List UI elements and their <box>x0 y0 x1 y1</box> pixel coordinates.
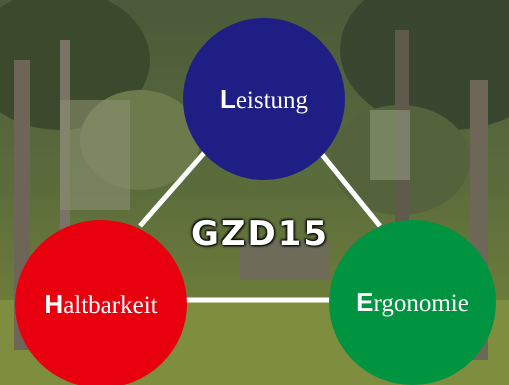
center-label: GZD15 <box>190 214 330 254</box>
node-haltbarkeit: Haltbarkeit <box>15 220 187 385</box>
node-haltbarkeit-initial: H <box>44 288 64 319</box>
node-ergonomie: Ergonomie <box>329 220 496 385</box>
connector-leistung-haltbarkeit <box>138 150 207 228</box>
node-ergonomie-initial: E <box>356 287 374 317</box>
node-ergonomie-label: rgonomie <box>373 290 469 317</box>
node-leistung-initial: L <box>219 83 236 114</box>
node-haltbarkeit-label: altbarkeit <box>63 291 158 319</box>
connector-leistung-ergonomie <box>318 150 382 228</box>
node-leistung-label: eistung <box>235 86 309 114</box>
node-leistung: Leistung <box>183 18 345 180</box>
